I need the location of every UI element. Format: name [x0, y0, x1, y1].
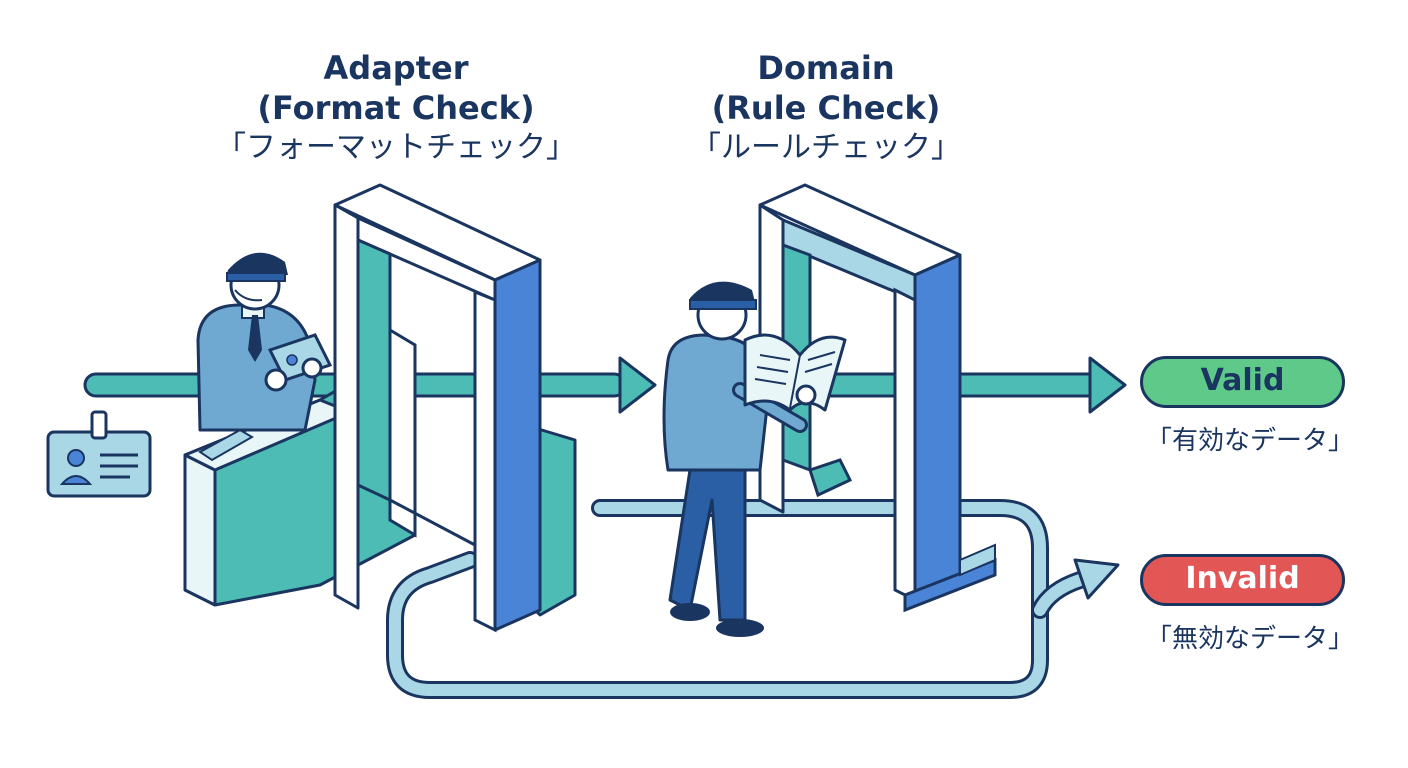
adapter-gate-icon [333, 183, 542, 633]
domain-guard-icon [662, 281, 847, 637]
id-card-icon [46, 410, 152, 498]
valid-arrow-head-icon [1088, 356, 1127, 414]
adapter-guard-icon [196, 252, 333, 432]
adapter-title: Adapter (Format Check) 「フォーマットチェック」 [196, 48, 596, 168]
reject-flow-path [386, 499, 1120, 699]
invalid-arrow-head-icon [1073, 558, 1120, 600]
adapter-subtitle-en: (Format Check) [257, 89, 535, 127]
domain-gate-icon [758, 183, 997, 613]
scanner-screen-icon [198, 428, 254, 462]
adapter-title-en: Adapter [323, 49, 469, 87]
invalid-caption: 「無効なデータ」 [1145, 624, 1354, 654]
invalid-badge: Invalid [1140, 554, 1345, 606]
domain-title-jp: 「ルールチェック」 [691, 130, 961, 165]
domain-subtitle-en: (Rule Check) [711, 89, 941, 127]
valid-badge: Valid [1140, 356, 1345, 408]
adapter-title-jp: 「フォーマットチェック」 [216, 130, 576, 165]
domain-title: Domain (Rule Check) 「ルールチェック」 [626, 48, 1026, 168]
domain-title-en: Domain [757, 49, 895, 87]
book-icon [743, 333, 847, 412]
valid-caption: 「有効なデータ」 [1145, 426, 1354, 456]
